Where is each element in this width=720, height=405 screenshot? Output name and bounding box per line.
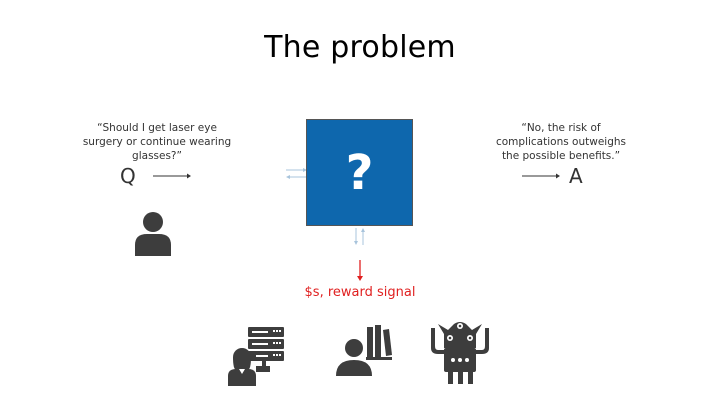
- box-input-arrows-icon: [286, 168, 307, 179]
- question-arrow-icon: [153, 173, 191, 179]
- slide-title: The problem: [264, 30, 456, 65]
- answer-arrow-icon: [522, 173, 560, 179]
- answer-quote: “No, the risk of complications outweighs…: [495, 122, 626, 162]
- person-icon: [135, 212, 171, 256]
- robot-icon: [431, 322, 489, 384]
- box-feedback-arrows-icon: [354, 228, 365, 245]
- question-mark: ?: [345, 144, 374, 201]
- reward-signal-label: $s, reward signal: [304, 285, 416, 300]
- black-box: ?: [306, 119, 413, 226]
- question-label: Q: [120, 164, 136, 188]
- reward-arrow-icon: [357, 260, 363, 281]
- person-with-books-icon: [336, 325, 392, 376]
- expert-with-server-icon: [228, 327, 284, 386]
- question-quote: “Should I get laser eye surgery or conti…: [82, 122, 232, 162]
- answer-label: A: [569, 164, 583, 188]
